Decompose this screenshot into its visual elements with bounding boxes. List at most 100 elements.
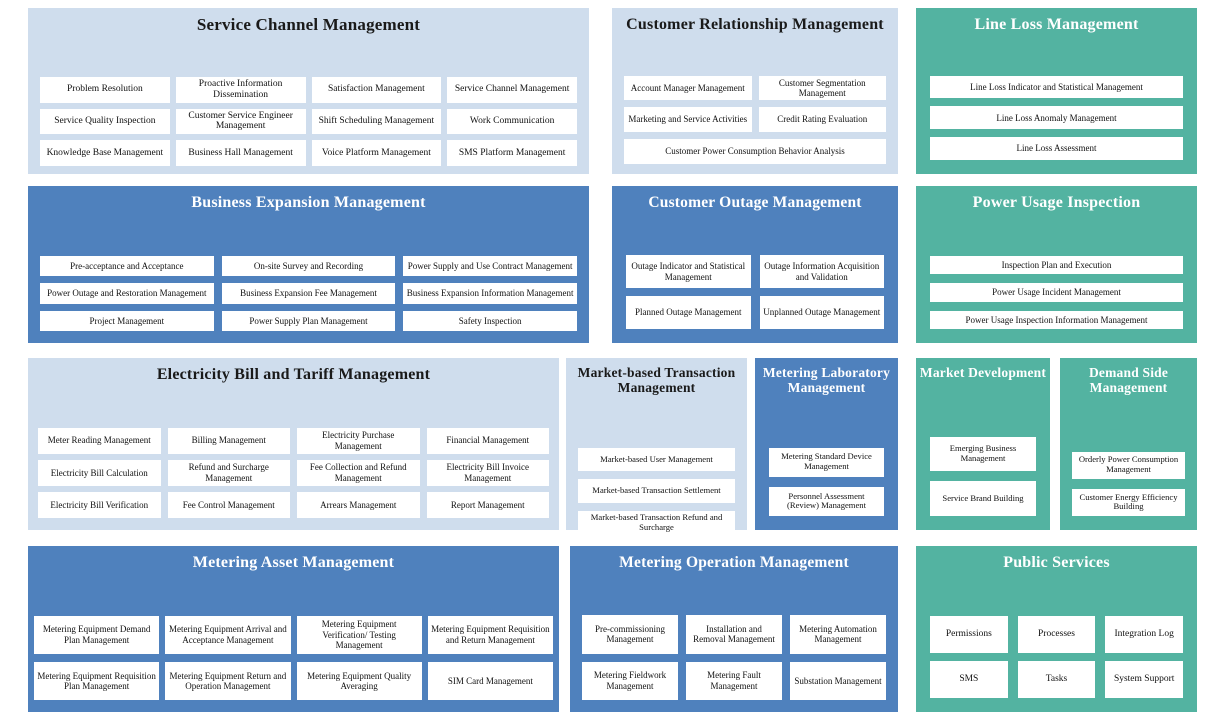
module-card[interactable]: System Support	[1105, 660, 1183, 698]
module-card[interactable]: Tasks	[1017, 660, 1096, 698]
module-card-label: Orderly Power Consumption Management	[1078, 454, 1179, 475]
module-card-label: SMS Platform Management	[458, 147, 566, 158]
module-card[interactable]: Emerging Business Management	[930, 436, 1036, 472]
panel-title-metering-laboratory-management: Metering Laboratory Management	[762, 365, 891, 395]
module-card-label: Customer Power Consumption Behavior Anal…	[665, 146, 845, 157]
module-card[interactable]: Personnel Assessment (Review) Management	[769, 486, 884, 516]
module-card[interactable]: Processes	[1017, 615, 1096, 653]
module-card[interactable]: Metering Fieldwork Management	[582, 661, 678, 700]
module-card[interactable]: Planned Outage Management	[626, 296, 751, 329]
module-card[interactable]: Pre-commissioning Management	[582, 615, 678, 654]
module-card[interactable]: Pre-acceptance and Acceptance	[40, 255, 214, 277]
module-card[interactable]: Electricity Bill Verification	[38, 491, 161, 518]
module-card[interactable]: Inspection Plan and Execution	[930, 255, 1183, 275]
module-card[interactable]: SMS	[930, 660, 1008, 698]
module-card[interactable]: Metering Equipment Quality Averaging	[296, 661, 422, 700]
module-card[interactable]: Business Expansion Fee Management	[221, 283, 396, 304]
module-card[interactable]: Unplanned Outage Management	[759, 296, 884, 329]
module-card[interactable]: Orderly Power Consumption Management	[1072, 451, 1185, 479]
module-card[interactable]: Service Quality Inspection	[40, 108, 170, 135]
module-card[interactable]: Service Channel Management	[447, 76, 577, 103]
module-card[interactable]: Marketing and Service Activities	[624, 107, 752, 132]
module-card[interactable]: Power Usage Inspection Information Manag…	[930, 310, 1183, 329]
module-card[interactable]: On-site Survey and Recording	[221, 255, 396, 277]
panel-items-business-expansion-management: Pre-acceptance and Acceptance On-site Sur…	[28, 212, 589, 343]
module-card-label: Market-based Transaction Settlement	[592, 485, 721, 496]
module-card[interactable]: Installation and Removal Management	[686, 615, 782, 654]
module-card[interactable]: Electricity Bill Invoice Management	[426, 459, 549, 486]
module-card[interactable]: Customer Service Engineer Management	[175, 108, 306, 135]
module-card[interactable]: Metering Equipment Requisition and Retur…	[427, 615, 553, 654]
module-card[interactable]: Business Expansion Information Managemen…	[403, 283, 577, 304]
module-card[interactable]: Fee Collection and Refund Management	[297, 459, 420, 486]
module-card-label: Proactive Information Dissemination	[198, 78, 283, 100]
module-card[interactable]: Voice Platform Management	[311, 140, 442, 167]
module-card[interactable]: Proactive Information Dissemination	[175, 76, 306, 103]
module-card[interactable]: Power Usage Incident Management	[930, 283, 1183, 302]
module-card[interactable]: Financial Management	[426, 427, 549, 454]
module-card-label: Service Channel Management	[454, 84, 570, 95]
module-card[interactable]: Metering Automation Management	[790, 615, 886, 654]
module-card[interactable]: Line Loss Indicator and Statistical Mana…	[930, 75, 1183, 99]
module-card[interactable]: Business Hall Management	[175, 140, 306, 167]
module-card[interactable]: Power Supply Plan Management	[221, 310, 396, 331]
module-card-label: Business Hall Management	[188, 147, 293, 158]
module-card[interactable]: Meter Reading Management	[38, 427, 161, 454]
module-card[interactable]: Electricity Bill Calculation	[38, 459, 161, 486]
module-card[interactable]: Customer Power Consumption Behavior Anal…	[624, 138, 886, 164]
module-card[interactable]: Line Loss Anomaly Management	[930, 106, 1183, 130]
module-card[interactable]: Substation Management	[790, 661, 886, 700]
module-card[interactable]: Work Communication	[447, 108, 577, 135]
module-card[interactable]: Customer Segmentation Management	[758, 75, 886, 101]
module-card[interactable]: Metering Fault Management	[686, 661, 782, 700]
module-card[interactable]: Refund and Surcharge Management	[167, 459, 290, 486]
module-card[interactable]: Satisfaction Management	[311, 76, 442, 103]
module-card[interactable]: Outage Indicator and Statistical Managem…	[626, 255, 751, 289]
module-card-label: Permissions	[945, 628, 992, 639]
module-card[interactable]: Customer Energy Efficiency Building	[1072, 488, 1185, 516]
module-card[interactable]: SMS Platform Management	[447, 140, 577, 167]
module-card[interactable]: Project Management	[40, 310, 214, 331]
module-card[interactable]: Market-based Transaction Refund and Surc…	[578, 511, 735, 535]
module-card[interactable]: Power Supply and Use Contract Management	[403, 255, 577, 277]
module-card[interactable]: Market-based Transaction Settlement	[578, 479, 735, 504]
module-card[interactable]: Account Manager Management	[624, 75, 752, 101]
module-card[interactable]: Outage Information Acquisition and Valid…	[759, 255, 884, 289]
module-card[interactable]: Metering Equipment Requisition Plan Mana…	[34, 661, 160, 700]
module-card[interactable]: Knowledge Base Management	[40, 140, 170, 167]
module-card[interactable]: SIM Card Management	[427, 661, 553, 700]
panel-title-power-usage-inspection: Power Usage Inspection	[972, 194, 1141, 211]
module-card[interactable]: Report Management	[426, 491, 549, 518]
module-card[interactable]: Metering Equipment Verification/ Testing…	[296, 615, 422, 654]
module-card-label: Electricity Bill Verification	[50, 499, 149, 510]
module-card[interactable]: Credit Rating Evaluation	[758, 107, 886, 132]
module-card[interactable]: Electricity Purchase Management	[297, 427, 420, 454]
module-card-label: Metering Automation Management	[799, 623, 877, 645]
module-card-label: Credit Rating Evaluation	[777, 114, 868, 125]
panel-title-metering-operation-management: Metering Operation Management	[619, 554, 849, 571]
panel-title-service-channel-management: Service Channel Management	[196, 15, 421, 34]
module-card[interactable]: Service Brand Building	[930, 481, 1036, 516]
module-card[interactable]: Shift Scheduling Management	[311, 108, 442, 135]
module-card[interactable]: Billing Management	[167, 427, 290, 454]
module-card[interactable]: Integration Log	[1105, 615, 1183, 653]
module-card[interactable]: Line Loss Assessment	[930, 137, 1183, 160]
module-card[interactable]: Fee Control Management	[167, 491, 290, 518]
module-card-label: Metering Fieldwork Management	[593, 670, 667, 691]
panel-title-demand-side-management: Demand Side Management	[1088, 365, 1169, 395]
module-card[interactable]: Problem Resolution	[40, 76, 170, 103]
module-card[interactable]: Arrears Management	[297, 491, 420, 518]
module-card[interactable]: Metering Standard Device Management	[769, 447, 884, 477]
module-card[interactable]: Metering Equipment Demand Plan Managemen…	[34, 615, 160, 654]
module-card[interactable]: Metering Equipment Return and Operation …	[165, 661, 291, 700]
module-card[interactable]: Market-based User Management	[578, 447, 735, 472]
module-card[interactable]: Permissions	[930, 615, 1008, 653]
module-card[interactable]: Metering Equipment Arrival and Acceptanc…	[165, 615, 291, 654]
module-card-label: Processes	[1038, 628, 1075, 639]
module-card-label: Unplanned Outage Management	[763, 307, 881, 318]
module-card[interactable]: Safety Inspection	[403, 310, 577, 331]
module-card[interactable]: Power Outage and Restoration Management	[40, 283, 214, 304]
